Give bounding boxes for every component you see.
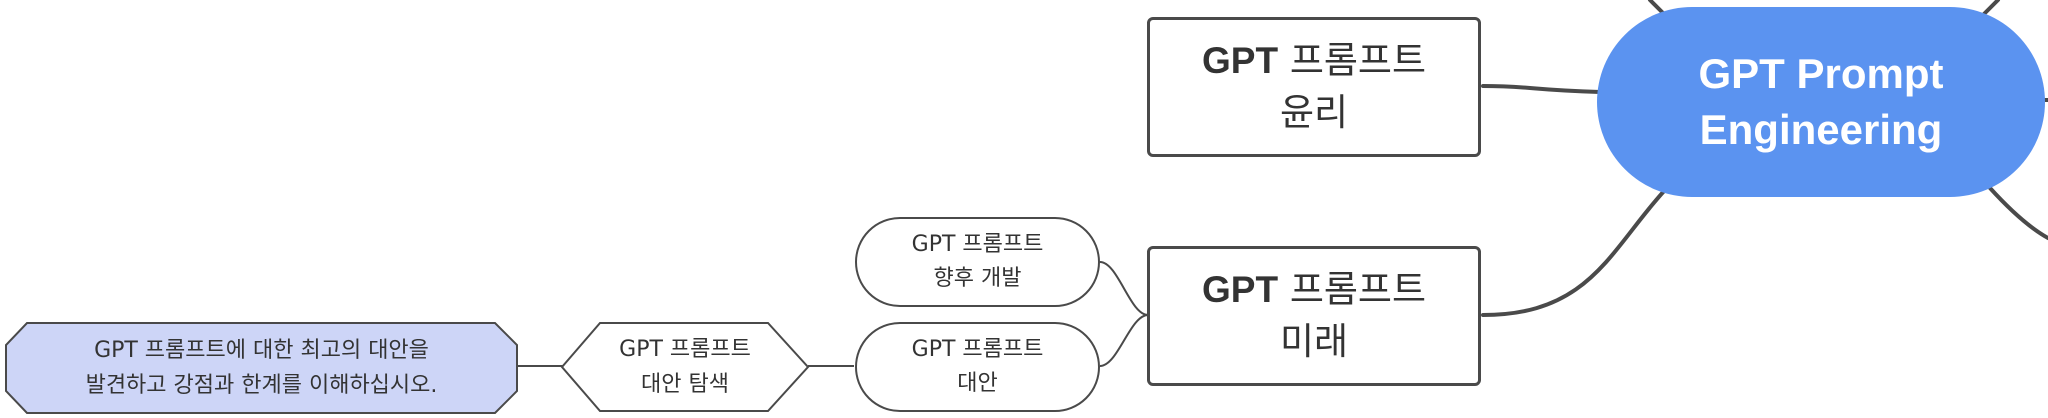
- octagon-shape: [5, 322, 518, 414]
- subtopic-alternative-detail[interactable]: GPT 프롬프트에 대한 최고의 대안을 발견하고 강점과 한계를 이해하십시오…: [5, 322, 518, 414]
- link-root-bottom-right: [1988, 186, 2048, 240]
- link-future-devnode: [1099, 261, 1149, 316]
- link-root-future: [1481, 188, 1667, 317]
- topic-future-label-bold: GPT: [1202, 269, 1279, 310]
- subtopic-future-development-label: GPT 프롬프트 향후 개발: [911, 232, 1044, 291]
- topic-future[interactable]: GPT 프롬프트 미래: [1147, 246, 1481, 386]
- topic-future-label: 프롬프트 미래: [1279, 268, 1426, 363]
- topic-ethics[interactable]: GPT 프롬프트 윤리: [1147, 17, 1481, 157]
- subtopic-alternative-detail-label: GPT 프롬프트에 대한 최고의 대안을 발견하고 강점과 한계를 이해하십시오…: [85, 338, 438, 398]
- hexagon-shape: [560, 322, 810, 412]
- subtopic-alternative-exploration[interactable]: GPT 프롬프트 대안 탐색: [560, 322, 810, 412]
- subtopic-future-development[interactable]: GPT 프롬프트 향후 개발: [855, 217, 1100, 307]
- subtopic-alternative-exploration-label: GPT 프롬프트 대안 탐색: [619, 337, 751, 397]
- root-node[interactable]: GPT Prompt Engineering: [1597, 7, 2045, 197]
- root-label: GPT Prompt Engineering: [1698, 50, 1944, 153]
- subtopic-alternatives-label: GPT 프롬프트 대안: [911, 337, 1044, 396]
- subtopic-alternatives[interactable]: GPT 프롬프트 대안: [855, 322, 1100, 412]
- topic-ethics-label: 프롬프트 윤리: [1279, 39, 1426, 134]
- link-future-altnode: [1099, 314, 1149, 367]
- link-root-ethics: [1481, 84, 1602, 94]
- topic-ethics-label-bold: GPT: [1202, 40, 1279, 81]
- link-root-top-right: [1982, 0, 2000, 16]
